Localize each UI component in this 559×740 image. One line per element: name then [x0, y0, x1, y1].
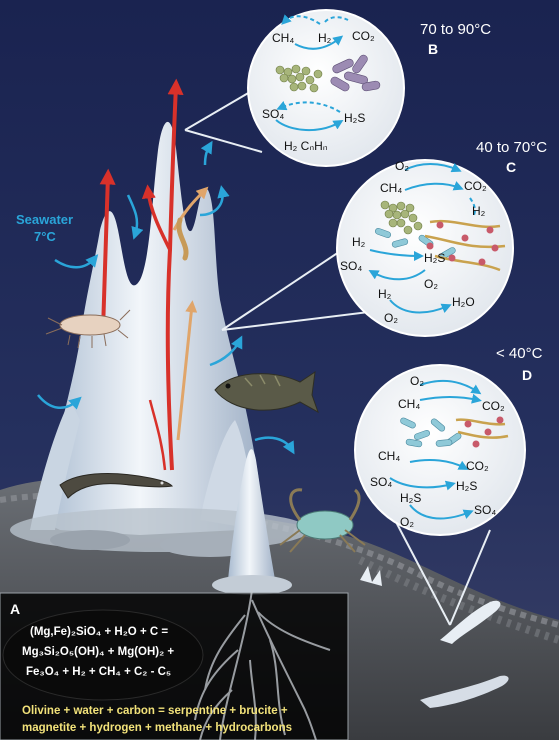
- label-b-co2: CO₂: [352, 29, 375, 43]
- equation-line-2: Mg₃Si₂O₅(OH)₄ + Mg(OH)₂ +: [22, 646, 174, 658]
- microbe-cluster-green-c: [380, 200, 423, 235]
- label-d-o2-top: O₂: [410, 374, 424, 388]
- seawater-arrow-3: [126, 194, 144, 240]
- label-b-ch4: CH₄: [272, 31, 294, 45]
- label-c-o2-mid: O₂: [424, 277, 438, 291]
- zone-b-letter: B: [428, 41, 438, 57]
- word-equation-line-1: Olivine + water + carbon = serpentine + …: [22, 705, 288, 717]
- label-d-h2s-low: H₂S: [400, 491, 421, 505]
- zoom-connectors: [184, 91, 491, 626]
- equation-line-1: (Mg,Fe)₂SiO₄ + H₂O + C =: [30, 626, 168, 638]
- seawater-arrow-6: [254, 436, 295, 455]
- label-b-so4: SO₄: [262, 107, 284, 121]
- root-network: [194, 589, 331, 740]
- label-b-h2: H₂: [318, 31, 332, 45]
- microbe-spheres-red-c: [426, 221, 499, 266]
- label-d-ch4-mid: CH₄: [378, 449, 400, 463]
- crab: [279, 488, 366, 553]
- seawater-arrow-5: [209, 335, 243, 367]
- label-d-so4: SO₄: [370, 475, 392, 489]
- zone-c-temp: 40 to 70°C: [476, 139, 547, 156]
- microbe-cluster-green: [275, 64, 323, 93]
- microbe-rods-c: [375, 227, 456, 259]
- panel-a-letter: A: [10, 601, 20, 617]
- seawater-flows: [37, 140, 295, 455]
- hot-fluid-arrow-1: [99, 168, 116, 331]
- word-equation-line-2: magnetite + hydrogen + methane + hydroca…: [22, 722, 292, 734]
- panel-a: A (Mg,Fe)₂SiO₄ + H₂O + C = Mg₃Si₂O₅(OH)₄…: [0, 589, 349, 740]
- label-b-h2cnhn: H₂ CₙHₙ: [284, 139, 328, 153]
- label-c-o2-top: O₂: [395, 159, 409, 173]
- label-c-ch4: CH₄: [380, 181, 402, 195]
- label-c-h2-low: H₂: [378, 287, 392, 301]
- circle-b: CH₄ H₂ CO₂ SO₄ H₂S H₂ CₙHₙ: [247, 9, 405, 167]
- seawater-temp: 7°C: [34, 229, 56, 244]
- warm-fluid-arrow-2: [176, 300, 198, 441]
- microbe-cluster-purple: [330, 54, 381, 92]
- label-c-co2: CO₂: [464, 179, 487, 193]
- eel: [59, 473, 174, 499]
- label-d-o2-low: O₂: [400, 515, 414, 529]
- label-d-co2-mid: CO₂: [466, 459, 489, 473]
- label-c-h2s: H₂S: [424, 251, 445, 265]
- seawater-arrow-4: [199, 185, 230, 217]
- label-d-ch4-top: CH₄: [398, 397, 420, 411]
- zone-b-temp: 70 to 90°C: [420, 21, 491, 38]
- worm: [176, 217, 189, 261]
- label-d-so4-low: SO₄: [474, 503, 496, 517]
- seawater-arrow-1: [54, 254, 99, 269]
- small-chimney-front: [212, 449, 292, 595]
- microbe-rods-d: [400, 417, 462, 448]
- circle-c: O₂ CH₄ CO₂ H₂ H₂ SO₄ H₂S O₂ H₂ O₂ H₂O: [336, 159, 514, 337]
- zone-c-letter: C: [506, 159, 516, 175]
- shrimp: [45, 309, 131, 349]
- fish: [214, 370, 319, 414]
- zone-d-temp: < 40°C: [496, 345, 543, 362]
- equation-line-3: Fe₃O₄ + H₂ + CH₄ + C₂ - C₅: [26, 666, 171, 678]
- circle-d: O₂ CH₄ CO₂ CH₄ CO₂ SO₄ H₂S H₂S O₂ SO₄: [354, 364, 526, 536]
- seawater-label: Seawater: [16, 212, 73, 227]
- zone-d-letter: D: [522, 367, 532, 383]
- hot-fluid-arrow-2: [165, 78, 184, 471]
- label-c-o2-low: O₂: [384, 311, 398, 325]
- small-chimney-right: [360, 566, 509, 708]
- microbe-spheres-red-d: [464, 416, 504, 448]
- seawater-arrow-2: [37, 394, 82, 410]
- label-c-h2o: H₂O: [452, 295, 475, 309]
- microbe-filaments-d: [455, 418, 509, 439]
- label-c-h2-top: H₂: [472, 204, 486, 218]
- label-d-co2-top: CO₂: [482, 399, 505, 413]
- label-b-h2s: H₂S: [344, 111, 365, 125]
- label-d-h2s-mid: H₂S: [456, 479, 477, 493]
- small-coral: [360, 566, 382, 586]
- label-c-so4: SO₄: [340, 259, 362, 273]
- equation-bubble: [2, 609, 204, 701]
- hot-fluid-arrow-3: [141, 184, 172, 251]
- label-c-h2-mid: H₂: [352, 235, 366, 249]
